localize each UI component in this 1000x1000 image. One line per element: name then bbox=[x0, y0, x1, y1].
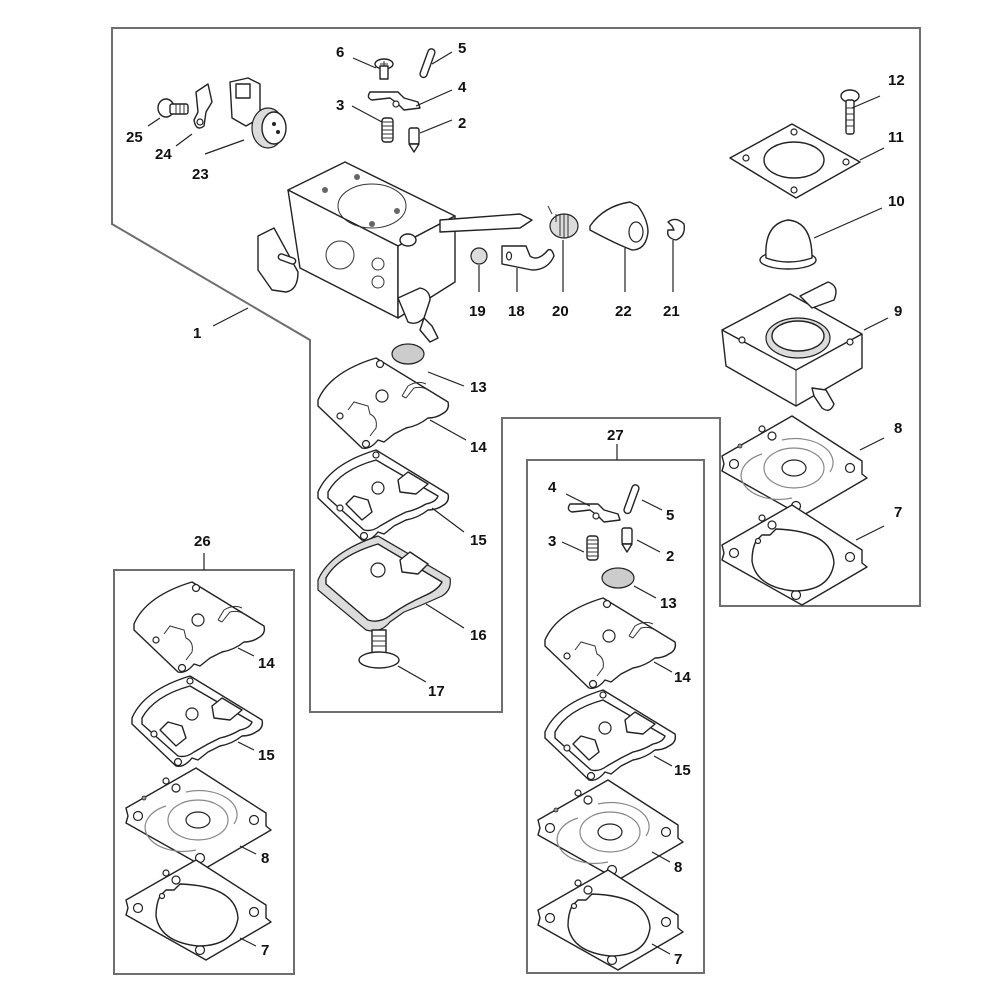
inlet-needle-part[interactable] bbox=[408, 127, 420, 153]
screw-17-part[interactable] bbox=[358, 629, 400, 669]
callout-19: 19 bbox=[469, 303, 486, 320]
nut-19-part[interactable] bbox=[470, 247, 488, 265]
kit-27-gasket-7-part[interactable] bbox=[537, 869, 684, 971]
callout-kit-27-8: 8 bbox=[674, 859, 682, 876]
carburetor-body-part[interactable] bbox=[257, 161, 533, 343]
primer-flange-11-part[interactable] bbox=[729, 123, 861, 199]
primer-bulb-10-part[interactable] bbox=[759, 219, 817, 270]
callout-9: 9 bbox=[894, 303, 902, 320]
callout-16: 16 bbox=[470, 627, 487, 644]
callout-kit-27-14: 14 bbox=[674, 669, 691, 686]
screw-6-part[interactable] bbox=[374, 58, 394, 80]
callout-15: 15 bbox=[470, 532, 487, 549]
kit-27-diaphragm-8-part[interactable] bbox=[537, 779, 684, 881]
callout-kit-26-8: 8 bbox=[261, 850, 269, 867]
kit-27-lever-part[interactable] bbox=[567, 503, 621, 523]
kit-27-screen-part[interactable] bbox=[601, 567, 635, 589]
callout-12: 12 bbox=[888, 72, 905, 89]
callout-1: 1 bbox=[193, 325, 201, 342]
callout-kit-27-13: 13 bbox=[660, 595, 677, 612]
kit-26-diaphragm-8-part[interactable] bbox=[125, 767, 272, 869]
lever-22-part[interactable] bbox=[589, 201, 649, 251]
gasket-15-part[interactable] bbox=[317, 449, 450, 542]
callout-kit-27-15: 15 bbox=[674, 762, 691, 779]
clip-24-part[interactable] bbox=[193, 83, 213, 129]
callout-11: 11 bbox=[888, 129, 904, 146]
bracket-18-part[interactable] bbox=[501, 245, 555, 271]
kit-26-gasket-15-part[interactable] bbox=[131, 675, 264, 768]
callout-4: 4 bbox=[458, 79, 467, 96]
callout-21: 21 bbox=[663, 303, 680, 320]
callout-2: 2 bbox=[458, 115, 466, 132]
metering-cover-16-part[interactable] bbox=[317, 535, 451, 632]
connector-23-part[interactable] bbox=[229, 77, 287, 149]
metering-plate-14-part[interactable] bbox=[317, 357, 450, 450]
kit-27-needle-part[interactable] bbox=[621, 527, 633, 553]
pin-part[interactable] bbox=[419, 48, 436, 79]
callout-kit-26: 26 bbox=[194, 533, 211, 550]
callout-kit-27-5: 5 bbox=[666, 507, 674, 524]
callout-kit-26-7: 7 bbox=[261, 942, 269, 959]
callout-kit-27-2: 2 bbox=[666, 548, 674, 565]
screw-12-part[interactable] bbox=[840, 89, 860, 135]
callout-kit-27-7: 7 bbox=[674, 951, 682, 968]
kit-27-plate-14-part[interactable] bbox=[544, 597, 677, 690]
callout-6: 6 bbox=[336, 44, 344, 61]
callout-kit-26-15: 15 bbox=[258, 747, 275, 764]
callout-kit-27-4: 4 bbox=[548, 479, 557, 496]
callout-25: 25 bbox=[126, 129, 143, 146]
leader-lines bbox=[147, 51, 889, 955]
callout-5: 5 bbox=[458, 40, 466, 57]
callout-8: 8 bbox=[894, 420, 902, 437]
callout-10: 10 bbox=[888, 193, 905, 210]
callout-kit-27: 27 bbox=[607, 427, 624, 444]
callout-kit-27-3: 3 bbox=[548, 533, 556, 550]
callout-22: 22 bbox=[615, 303, 632, 320]
diaphragm-8-part[interactable] bbox=[721, 415, 868, 517]
kit-26-gasket-7-part[interactable] bbox=[125, 859, 272, 961]
gasket-7-part[interactable] bbox=[721, 504, 868, 606]
callout-17: 17 bbox=[428, 683, 445, 700]
callout-23: 23 bbox=[192, 166, 209, 183]
e-clip-21-part[interactable] bbox=[666, 218, 686, 241]
callout-24: 24 bbox=[155, 146, 172, 163]
fuel-screen-part[interactable] bbox=[391, 343, 425, 365]
main-assembly-frame bbox=[111, 27, 921, 713]
kit-27-frame bbox=[526, 459, 705, 974]
callout-14: 14 bbox=[470, 439, 487, 456]
screw-25-part[interactable] bbox=[157, 98, 189, 118]
callout-7: 7 bbox=[894, 504, 902, 521]
kit-27-pin-part[interactable] bbox=[623, 484, 640, 515]
torsion-spring-20-part[interactable] bbox=[547, 205, 579, 239]
callout-kit-26-14: 14 bbox=[258, 655, 275, 672]
kit-27-gasket-15-part[interactable] bbox=[544, 689, 677, 782]
spring-part[interactable] bbox=[381, 117, 394, 143]
kit-26-plate-14-part[interactable] bbox=[133, 581, 266, 674]
callout-13: 13 bbox=[470, 379, 487, 396]
kit-27-spring-part[interactable] bbox=[586, 535, 599, 561]
callout-18: 18 bbox=[508, 303, 525, 320]
pump-body-9-part[interactable] bbox=[721, 281, 863, 411]
callout-3: 3 bbox=[336, 97, 344, 114]
callout-20: 20 bbox=[552, 303, 569, 320]
control-lever-part[interactable] bbox=[367, 91, 421, 111]
